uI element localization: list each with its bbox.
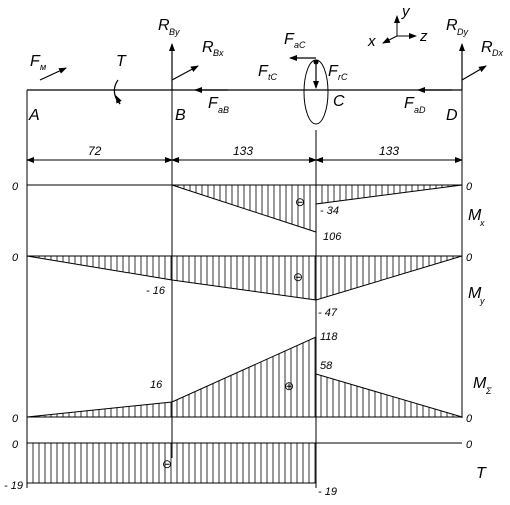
force-RDx-subscript: Dx	[492, 48, 503, 58]
dim-CD-label: 133	[379, 144, 399, 158]
force-FaB-subscript: aB	[218, 105, 229, 115]
diagram-Mx: 0 0 - 34 106 ⊖ M x	[12, 181, 485, 243]
Mx-value-106: 106	[323, 231, 342, 243]
My-hatching	[32, 256, 460, 300]
diagram-Msum: 0 0 16 118 58 ⊕ M Σ	[12, 331, 492, 425]
force-RBx-arrow	[171, 65, 199, 81]
force-FaB-label: F	[208, 95, 219, 112]
dim-BC-label: 133	[233, 144, 253, 158]
point-D-label: D	[446, 107, 458, 124]
force-RBx-subscript: Bx	[213, 48, 224, 58]
Msum-right-zero: 0	[466, 413, 473, 425]
T-outline	[26, 443, 317, 484]
Msum-label: M	[473, 375, 487, 392]
force-RBy-subscript: By	[169, 27, 180, 37]
My-value-16: - 16	[146, 285, 166, 297]
T-hatching	[32, 443, 316, 483]
Mx-right-zero: 0	[466, 181, 473, 193]
dim-AB-label: 72	[88, 144, 102, 158]
Mx-left-zero: 0	[12, 181, 19, 193]
T-left-zero: 0	[12, 439, 19, 451]
T-value-left: - 19	[4, 480, 23, 492]
Mx-outline	[171, 184, 463, 233]
force-FaD-label: F	[404, 95, 415, 112]
force-FaD-subscript: aD	[414, 105, 426, 115]
coordinate-axes: y x z	[367, 3, 428, 50]
My-value-47: - 47	[318, 307, 338, 319]
x-axis-arrow	[382, 35, 398, 44]
force-FtC-subscript: tC	[268, 72, 278, 82]
torque-T-arrowhead	[115, 95, 122, 105]
Mx-hatching	[177, 185, 461, 232]
force-RDx-arrow	[461, 65, 487, 81]
Mx-label: M	[468, 207, 482, 224]
force-Fm-subscript: м	[40, 62, 46, 72]
force-Fm-arrow	[39, 67, 67, 81]
Msum-left-zero: 0	[12, 413, 19, 425]
Mx-sign-minus: ⊖	[295, 195, 305, 209]
Mx-value-34: - 34	[320, 205, 339, 217]
My-sign-minus: ⊖	[293, 270, 303, 284]
My-outline	[26, 255, 463, 301]
My-right-zero: 0	[466, 252, 473, 264]
z-axis-label: z	[419, 28, 428, 45]
force-FrC-subscript: rC	[338, 72, 348, 82]
T-sign-minus: ⊖	[162, 457, 172, 471]
My-left-zero: 0	[12, 252, 19, 264]
Msum-hatching	[32, 337, 460, 417]
Msum-label-subscript: Σ	[485, 386, 492, 396]
force-RBy-label: R	[158, 17, 170, 34]
T-label: T	[476, 465, 487, 482]
force-RDy-label: R	[446, 17, 458, 34]
forces: F м T R By R Bx F aB F aC F tC F rC F aD	[30, 17, 503, 115]
T-value-right: - 19	[318, 486, 337, 498]
dimension-line: 72 133 133	[26, 144, 463, 163]
torque-T-label: T	[116, 53, 127, 70]
force-FaC-label: F	[284, 31, 295, 48]
x-axis-label: x	[367, 33, 376, 50]
force-RDx-label: R	[481, 39, 493, 56]
force-Fm-label: F	[30, 53, 41, 70]
shaft	[26, 48, 463, 488]
Msum-value-58: 58	[320, 360, 333, 372]
point-B-label: B	[175, 107, 186, 124]
force-RDy-subscript: Dy	[457, 27, 468, 37]
torque-T-arrow	[113, 79, 121, 105]
Msum-outline	[26, 336, 463, 418]
Msum-sign-plus: ⊕	[284, 379, 294, 393]
Msum-value-118: 118	[320, 331, 338, 343]
force-RBx-label: R	[202, 39, 214, 56]
Mx-label-subscript: x	[479, 218, 485, 228]
My-label: M	[468, 285, 482, 302]
point-C-label: C	[333, 93, 345, 110]
y-axis-label: y	[401, 3, 411, 20]
force-FrC-label: F	[328, 63, 339, 80]
diagram-T: 0 0 - 19 - 19 ⊖ T	[4, 439, 487, 498]
T-right-zero: 0	[466, 439, 473, 451]
Msum-value-16: 16	[150, 379, 163, 391]
force-FaC-subscript: aC	[294, 40, 306, 50]
diagram-My: 0 0 - 16 - 47 ⊖ M y	[12, 252, 485, 319]
force-FtC-label: F	[258, 63, 269, 80]
point-A-label: A	[28, 107, 40, 124]
My-label-subscript: y	[479, 296, 485, 306]
